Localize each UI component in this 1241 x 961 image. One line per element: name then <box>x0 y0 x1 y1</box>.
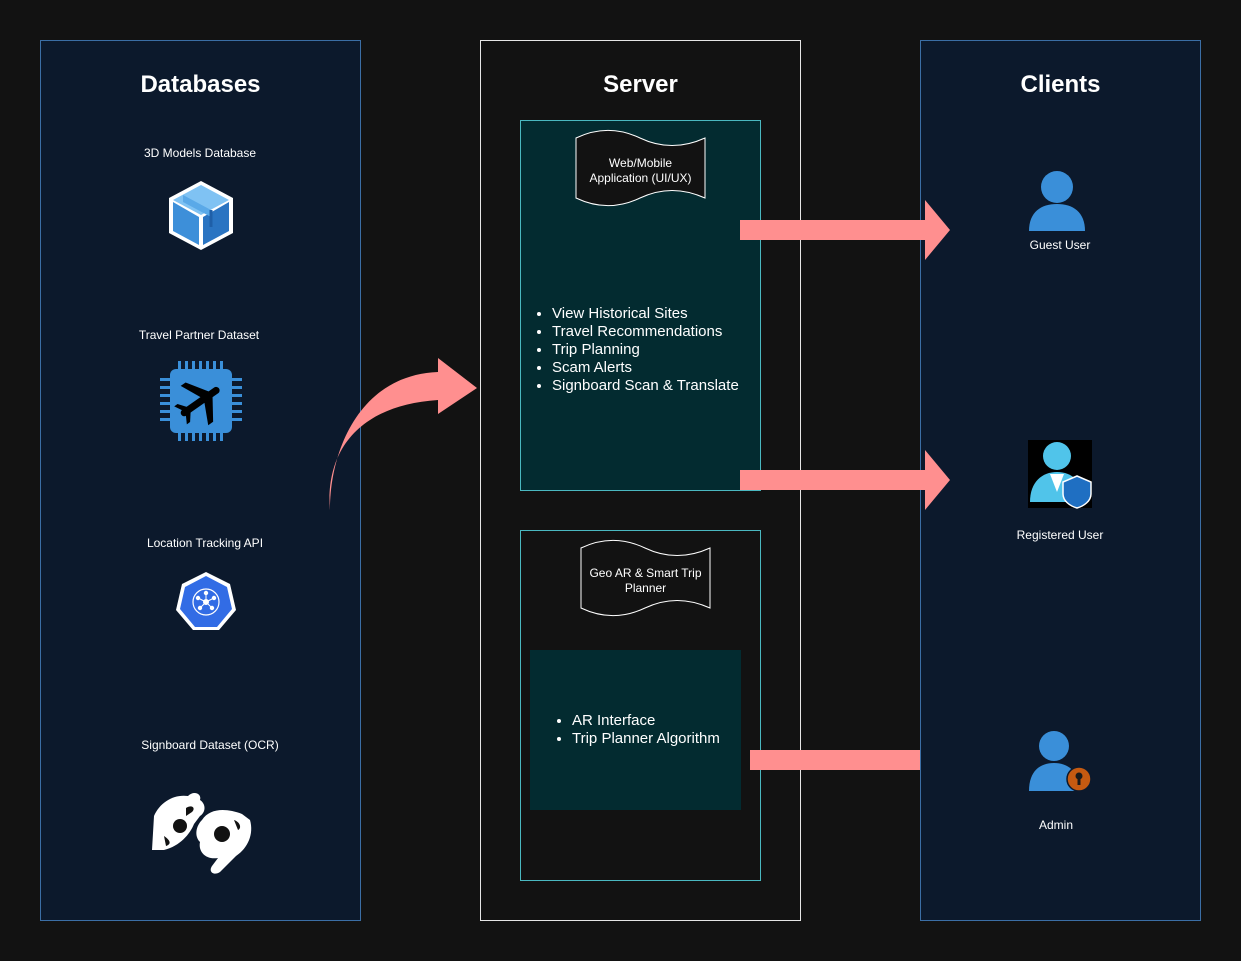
db-label-location-tracking: Location Tracking API <box>146 536 264 550</box>
list-item: View Historical Sites <box>552 305 739 323</box>
user-lock-icon <box>1029 731 1092 792</box>
db-label-travel-partner: Travel Partner Dataset <box>138 328 260 342</box>
client-label-registered: Registered User <box>1016 528 1104 542</box>
cube-icon <box>169 181 233 250</box>
tape-shape-icon <box>575 130 706 206</box>
sign-language-icon <box>152 793 252 874</box>
list-item: AR Interface <box>572 712 720 730</box>
kubernetes-icon <box>176 572 236 630</box>
arrow-to-guest <box>740 200 950 260</box>
list-item: Trip Planner Algorithm <box>572 730 720 748</box>
client-label-admin: Admin <box>1038 818 1073 832</box>
clients-title: Clients <box>1020 71 1101 98</box>
web-mobile-app-label: Web/Mobile Application (UI/UX) <box>589 156 692 185</box>
tape-shape-icon <box>580 540 711 616</box>
list-item: Trip Planning <box>552 341 739 359</box>
list-item: Signboard Scan & Translate <box>552 377 739 395</box>
geo-feature-list: AR Interface Trip Planner Algorithm <box>552 712 720 748</box>
geo-ar-planner-label: Geo AR & Smart Trip Planner <box>589 566 702 595</box>
app-feature-list: View Historical Sites Travel Recommendat… <box>532 305 739 395</box>
db-label-3d-models: 3D Models Database <box>143 146 257 160</box>
client-label-guest: Guest User <box>1029 238 1091 252</box>
user-icon <box>1029 171 1085 231</box>
databases-title: Databases <box>140 71 261 98</box>
list-item: Travel Recommendations <box>552 323 739 341</box>
web-mobile-app-tape: Web/Mobile Application (UI/UX) <box>575 130 706 210</box>
user-shield-icon <box>1028 440 1092 509</box>
geo-ar-planner-tape: Geo AR & Smart Trip Planner <box>580 540 711 620</box>
list-item: Scam Alerts <box>552 359 739 377</box>
geo-feature-box <box>530 650 741 810</box>
arrow-to-admin <box>750 750 920 770</box>
server-title: Server <box>603 71 678 98</box>
db-label-signboard: Signboard Dataset (OCR) <box>141 738 279 752</box>
airplane-chip-icon <box>160 361 242 441</box>
arrow-to-registered <box>740 450 950 510</box>
